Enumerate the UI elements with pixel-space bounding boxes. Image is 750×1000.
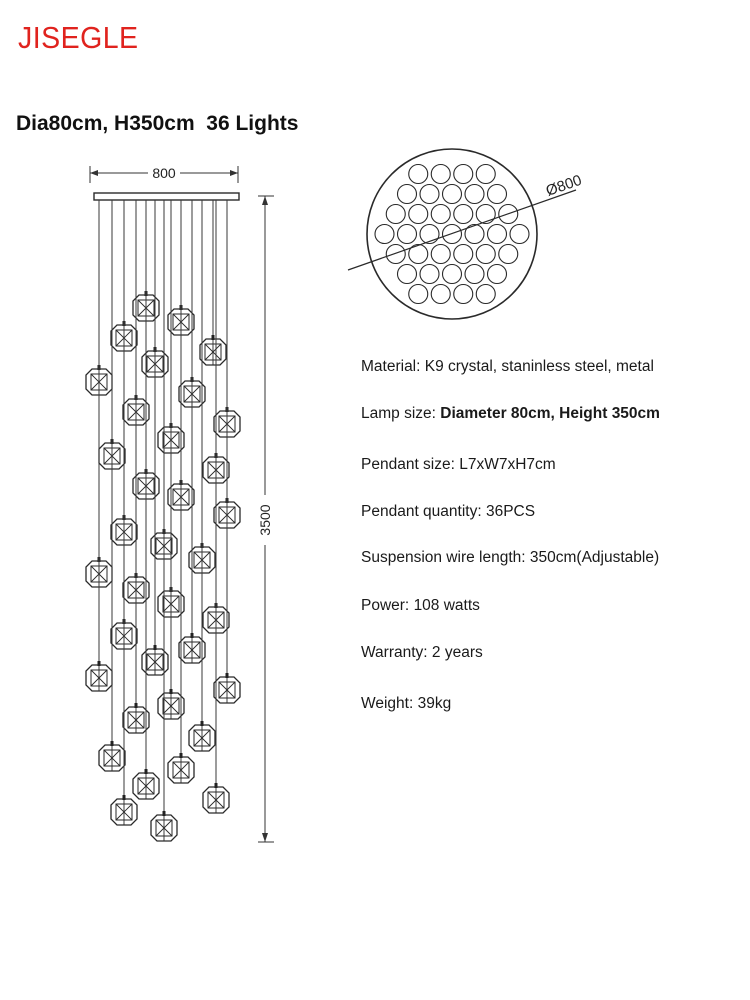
pendant-crystal	[167, 753, 195, 784]
width-dimension: 800	[89, 165, 239, 183]
top-view-pendant	[430, 203, 451, 225]
top-view-pendant	[396, 183, 418, 205]
pendant-crystal	[132, 769, 160, 800]
top-view-pendant	[475, 163, 496, 185]
top-view-pendant	[408, 243, 429, 265]
spec-value: Diameter 80cm, Height 350cm	[440, 405, 660, 422]
pendant-crystal	[188, 721, 216, 752]
pendant-crystal	[199, 335, 227, 366]
pendant-crystal	[213, 673, 241, 704]
top-view-pendant	[419, 183, 440, 205]
spec-value: K9 crystal, staninless steel, metal	[424, 358, 654, 375]
top-view-pendant	[475, 203, 496, 225]
top-view-pendant	[509, 223, 530, 245]
top-view-pendant	[486, 263, 508, 285]
pendant-crystal	[98, 741, 126, 772]
top-view-pendant	[464, 263, 485, 285]
spec-wire-length: Suspension wire length: 350cm(Adjustable…	[361, 549, 659, 567]
diameter-line	[347, 189, 577, 271]
pendant-crystal	[122, 703, 150, 734]
side-elevation: 800 3500	[85, 165, 274, 843]
top-view-pendant	[464, 183, 485, 205]
brand-logo: JISEGLE	[18, 20, 139, 55]
top-view-pendant	[441, 183, 463, 205]
spec-value: 2 years	[431, 644, 483, 661]
spec-power: Power: 108 watts	[361, 597, 480, 615]
pendant-crystal	[110, 795, 138, 826]
top-view: Ø800	[347, 148, 584, 320]
height-dimension-label: 3500	[257, 504, 273, 535]
ceiling-canopy	[93, 192, 240, 201]
diameter-label: Ø800	[544, 172, 584, 200]
top-view-pendant	[396, 263, 418, 285]
spec-label: Lamp size:	[361, 405, 441, 422]
top-view-pendants	[374, 163, 530, 305]
pendant-group	[85, 200, 241, 842]
top-view-pendant	[486, 183, 508, 205]
top-view-pendant	[419, 223, 440, 245]
height-dimension: 3500	[257, 195, 274, 843]
top-view-pendant	[453, 203, 474, 225]
top-view-pendant	[453, 283, 474, 305]
top-view-pendant	[475, 283, 496, 305]
spec-label: Material:	[361, 358, 425, 375]
spec-label: Suspension wire length:	[361, 549, 530, 566]
spec-material: Material: K9 crystal, staninless steel, …	[361, 358, 654, 376]
top-view-pendant	[419, 263, 440, 285]
top-view-pendant	[408, 163, 429, 185]
spec-value: 36PCS	[485, 503, 536, 520]
spec-weight: Weight: 39kg	[361, 695, 451, 713]
spec-warranty: Warranty: 2 years	[361, 644, 483, 662]
top-view-pendant	[408, 203, 429, 225]
pendant-crystal	[178, 633, 206, 664]
top-view-pendant	[486, 223, 508, 245]
spec-lamp-size: Lamp size: Diameter 80cm, Height 350cm	[361, 405, 660, 423]
pendant-crystal	[157, 689, 185, 720]
spec-value: 39kg	[417, 695, 452, 712]
top-view-pendant	[374, 223, 395, 245]
top-view-pendant	[453, 243, 474, 265]
product-headline: Dia80cm, H350cm 36 Lights	[16, 112, 299, 135]
top-view-pendant	[408, 283, 429, 305]
top-view-pendant	[464, 223, 485, 245]
spec-label: Pendant quantity:	[361, 503, 486, 520]
top-view-pendant	[475, 243, 496, 265]
top-view-pendant	[441, 263, 463, 285]
spec-label: Weight:	[361, 695, 418, 712]
spec-pendant-size: Pendant size: L7xW7xH7cm	[361, 456, 556, 474]
spec-value: 108 watts	[413, 597, 480, 614]
spec-pendant-quantity: Pendant quantity: 36PCS	[361, 503, 535, 521]
top-view-pendant	[396, 223, 418, 245]
spec-label: Power:	[361, 597, 414, 614]
top-view-pendant	[385, 203, 406, 225]
top-view-pendant	[430, 283, 451, 305]
top-view-pendant	[430, 163, 451, 185]
top-view-pendant	[498, 243, 519, 265]
pendant-crystal	[202, 783, 230, 814]
spec-value: 350cm(Adjustable)	[529, 549, 660, 566]
spec-label: Pendant size:	[361, 456, 460, 473]
width-dimension-label: 800	[152, 165, 176, 181]
top-view-pendant	[430, 243, 451, 265]
pendant-crystal	[85, 661, 113, 692]
top-view-pendant	[385, 243, 406, 265]
spec-value: L7xW7xH7cm	[459, 456, 556, 473]
pendant-crystal	[150, 811, 178, 842]
top-view-pendant	[453, 163, 474, 185]
spec-label: Warranty:	[361, 644, 432, 661]
